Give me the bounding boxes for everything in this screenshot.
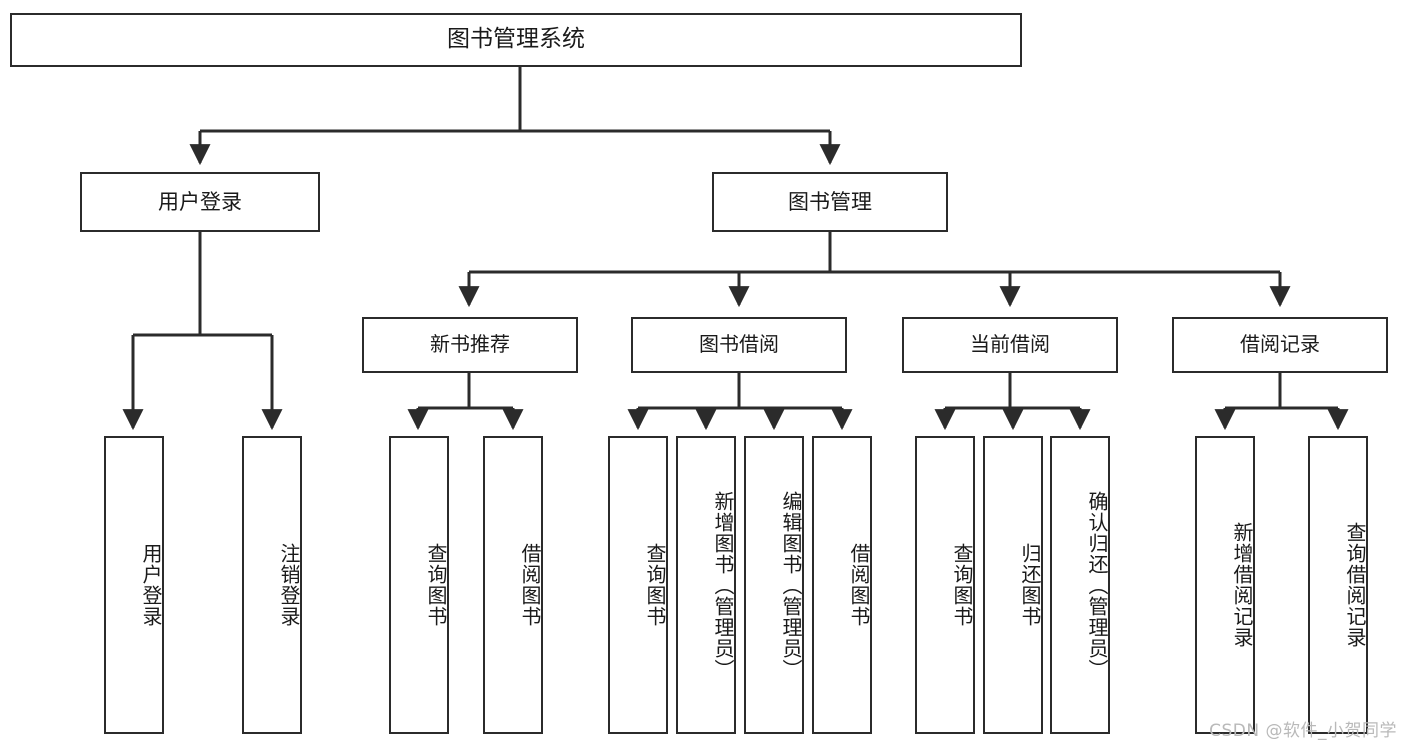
node-leaf-user-login-label: 用户登录 [139, 543, 163, 627]
node-leaf-borrow-book-1[interactable]: 借阅图书 [483, 436, 543, 734]
csdn-watermark: CSDN @软件_小贺同学 [1209, 721, 1397, 741]
node-leaf-query-book-2[interactable]: 查询图书 [608, 436, 668, 734]
node-leaf-query-book-1-label: 查询图书 [424, 543, 448, 627]
node-book-borrow[interactable]: 图书借阅 [631, 317, 847, 373]
node-leaf-confirm-return[interactable]: 确认归还（管理员） [1050, 436, 1110, 734]
node-leaf-query-record[interactable]: 查询借阅记录 [1308, 436, 1368, 734]
node-book-manage[interactable]: 图书管理 [712, 172, 948, 232]
node-user-login-label: 用户登录 [158, 189, 242, 214]
node-leaf-user-login[interactable]: 用户登录 [104, 436, 164, 734]
node-leaf-confirm-return-label: 确认归还（管理员） [1085, 490, 1109, 680]
node-leaf-edit-book[interactable]: 编辑图书（管理员） [744, 436, 804, 734]
node-leaf-query-book-1[interactable]: 查询图书 [389, 436, 449, 734]
node-new-book-rec-label: 新书推荐 [430, 332, 510, 357]
node-user-login[interactable]: 用户登录 [80, 172, 320, 232]
node-book-manage-label: 图书管理 [788, 189, 872, 214]
node-current-borrow[interactable]: 当前借阅 [902, 317, 1118, 373]
node-leaf-add-record[interactable]: 新增借阅记录 [1195, 436, 1255, 734]
node-leaf-return-book-label: 归还图书 [1018, 543, 1042, 627]
node-root-system[interactable]: 图书管理系统 [10, 13, 1022, 67]
node-book-borrow-label: 图书借阅 [699, 332, 779, 357]
node-leaf-add-record-label: 新增借阅记录 [1230, 522, 1254, 648]
node-leaf-edit-book-label: 编辑图书（管理员） [779, 490, 803, 680]
node-leaf-borrow-book-2-label: 借阅图书 [847, 543, 871, 627]
node-leaf-borrow-book-2[interactable]: 借阅图书 [812, 436, 872, 734]
node-borrow-record-label: 借阅记录 [1240, 332, 1320, 357]
node-leaf-borrow-book-1-label: 借阅图书 [518, 543, 542, 627]
node-leaf-query-record-label: 查询借阅记录 [1343, 522, 1367, 648]
node-leaf-add-book-label: 新增图书（管理员） [711, 490, 735, 680]
node-leaf-query-book-2-label: 查询图书 [643, 543, 667, 627]
node-leaf-logout-label: 注销登录 [277, 543, 301, 627]
node-leaf-query-book-3[interactable]: 查询图书 [915, 436, 975, 734]
node-leaf-query-book-3-label: 查询图书 [950, 543, 974, 627]
node-new-book-rec[interactable]: 新书推荐 [362, 317, 578, 373]
node-current-borrow-label: 当前借阅 [970, 332, 1050, 357]
node-borrow-record[interactable]: 借阅记录 [1172, 317, 1388, 373]
node-leaf-return-book[interactable]: 归还图书 [983, 436, 1043, 734]
node-root-system-label: 图书管理系统 [447, 26, 585, 53]
node-leaf-add-book[interactable]: 新增图书（管理员） [676, 436, 736, 734]
node-leaf-logout[interactable]: 注销登录 [242, 436, 302, 734]
